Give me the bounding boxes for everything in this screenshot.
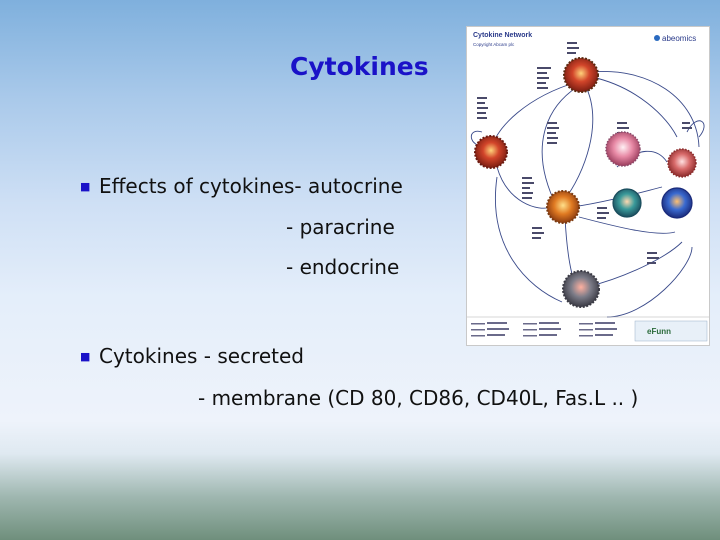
cell-icon (667, 148, 697, 178)
square-bullet-icon: ■ (80, 350, 91, 363)
cytokine-network-figure: Cytokine Network Copyright Abcam plc abe… (466, 26, 710, 346)
cell-icon (546, 190, 580, 224)
cell-icon (474, 135, 508, 169)
bullet-subitem: - endocrine (286, 255, 400, 279)
abeomics-logo: abeomics (662, 34, 696, 43)
cell-icon (612, 188, 642, 218)
bullet-subitem: - membrane (CD 80, CD86, CD40L, Fas.L ..… (198, 386, 639, 410)
abeomics-logo-icon (654, 35, 660, 41)
figure-legend: eFunn (467, 316, 709, 342)
cytokine-network-diagram: Cytokine Network Copyright Abcam plc abe… (467, 32, 709, 342)
cell-icon (605, 131, 641, 167)
cell-icon (563, 57, 599, 93)
bullet-subitem: - paracrine (286, 215, 395, 239)
cell-icon (562, 270, 600, 308)
square-bullet-icon: ■ (80, 180, 91, 193)
figure-title: Cytokine Network (473, 32, 532, 39)
bullet-item: Effects of cytokines- autocrine (99, 174, 403, 198)
efunn-watermark: eFunn (647, 327, 671, 336)
slide-title: Cytokines (290, 52, 429, 81)
figure-subtitle: Copyright Abcam plc (473, 42, 515, 47)
cytokine-label-blocks (477, 42, 692, 264)
cell-icon (661, 187, 693, 219)
bullet-item: Cytokines - secreted (99, 344, 304, 368)
